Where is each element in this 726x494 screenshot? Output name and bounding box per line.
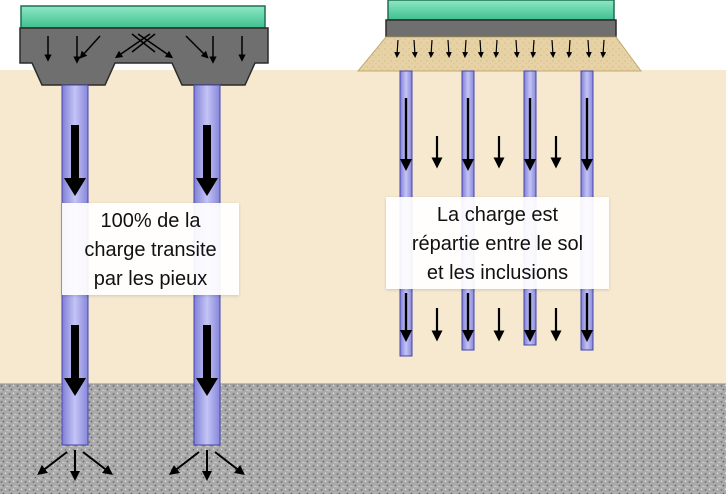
diagonal-arrow-icon — [79, 35, 101, 59]
down-arrow-icon — [445, 39, 452, 58]
callout-line: La charge est — [436, 204, 559, 226]
diagonal-arrow-icon — [137, 33, 174, 59]
down-arrow-icon-shaft — [203, 325, 211, 380]
cross-line — [131, 33, 156, 53]
bedrock-layer — [0, 384, 726, 494]
down-arrow-icon-shaft — [71, 325, 79, 380]
callout-shared-load: La charge est répartie entre le sol et l… — [386, 197, 609, 289]
down-arrow-icon — [493, 39, 500, 58]
slab-right — [387, 0, 615, 21]
down-arrow-icon — [600, 39, 607, 58]
down-arrow-icon — [585, 39, 592, 58]
down-arrow-icon — [513, 39, 520, 58]
spread-arrow-icon — [214, 451, 245, 476]
down-arrow-icon — [64, 178, 86, 196]
down-arrow-icon — [566, 39, 573, 58]
down-arrow-icon — [411, 39, 418, 58]
down-arrow-icon — [549, 39, 556, 58]
raft — [385, 19, 617, 38]
load-transfer-platform — [356, 36, 642, 72]
callout-line: répartie entre le sol — [411, 233, 584, 255]
down-arrow-icon — [64, 378, 86, 396]
callout-line: charge transite — [84, 239, 217, 261]
down-arrow-icon — [477, 39, 484, 58]
down-arrow-icon-shaft — [203, 125, 211, 180]
slab-left — [20, 5, 266, 29]
callout-line: et les inclusions — [426, 262, 569, 284]
spread-arrow-icon — [37, 451, 68, 476]
spread-arrow-icon — [169, 451, 200, 476]
down-arrow-icon — [196, 378, 218, 396]
callout-pile-load: 100% de la charge transite par les pieux — [62, 203, 239, 295]
down-arrow-icon — [394, 39, 401, 58]
callout-line: 100% de la — [100, 210, 201, 232]
diagonal-arrow-icon — [185, 35, 209, 59]
pile-cap — [19, 27, 269, 86]
spread-arrow-icon — [82, 451, 113, 476]
down-arrow-icon — [462, 39, 469, 58]
callout-line: par les pieux — [93, 268, 208, 290]
down-arrow-icon — [428, 39, 435, 58]
diagonal-arrow-icon — [114, 33, 151, 59]
down-arrow-icon — [196, 178, 218, 196]
down-arrow-icon-shaft — [71, 125, 79, 180]
down-arrow-icon — [530, 39, 537, 58]
